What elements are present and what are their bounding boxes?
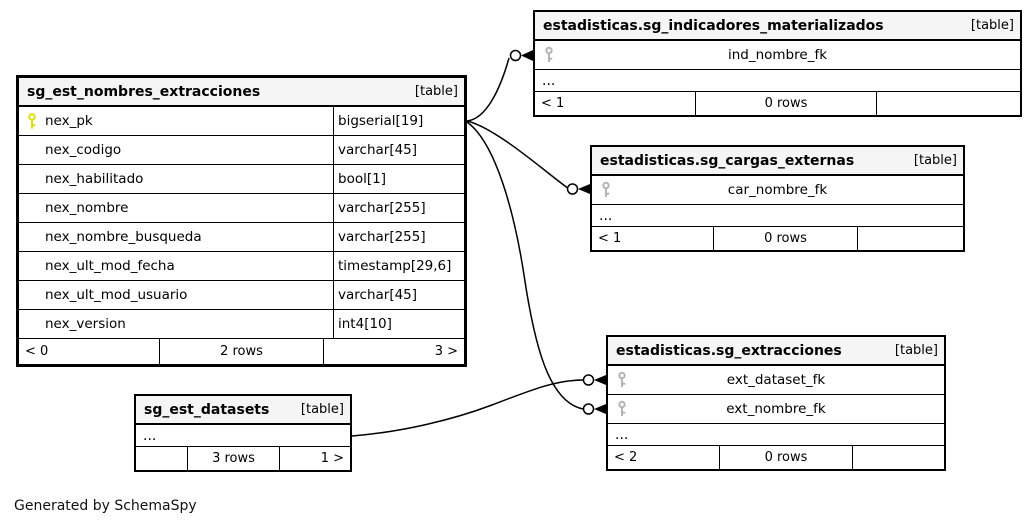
- column-name: ind_nombre_fk: [727, 47, 828, 63]
- hidden-columns-ellipsis: ...: [535, 70, 1020, 92]
- table-name: estadisticas.sg_cargas_externas: [600, 152, 855, 169]
- column-row-nex-codigo: nex_codigo varchar[45]: [19, 136, 464, 165]
- column-row-nex-ult-mod-usuario: nex_ult_mod_usuario varchar[45]: [19, 281, 464, 310]
- column-type: varchar[255]: [333, 194, 464, 222]
- table-box-sg-est-datasets: sg_est_datasets [table] ... 3 rows 1 >: [134, 394, 352, 472]
- table-header-sg-est-nombres-extracciones[interactable]: sg_est_nombres_extracciones [table]: [19, 78, 464, 107]
- column-type: bool[1]: [333, 165, 464, 193]
- relationship-nexpk-to-indicadores: [466, 49, 533, 122]
- table-footer: < 1 0 rows: [535, 92, 1020, 115]
- column-type: varchar[255]: [333, 223, 464, 251]
- footer-row-count: 0 rows: [713, 227, 858, 250]
- footer-children-count: < 1: [541, 96, 565, 111]
- foreign-key-icon: [618, 371, 626, 387]
- column-name: nex_ult_mod_usuario: [45, 287, 188, 303]
- footer-row-count: 3 rows: [187, 447, 280, 470]
- column-name: nex_habilitado: [45, 171, 144, 187]
- footer-row-count: 0 rows: [695, 92, 877, 115]
- hidden-columns-ellipsis: ...: [592, 205, 963, 227]
- column-row-ext-nombre-fk: ext_nombre_fk: [608, 395, 944, 424]
- table-name: sg_est_nombres_extracciones: [27, 83, 261, 100]
- column-row-nex-pk: nex_pk bigserial[19]: [19, 107, 464, 136]
- column-type: int4[10]: [333, 310, 464, 338]
- table-tag: [table]: [913, 153, 957, 168]
- footer-parents-count: [858, 227, 963, 250]
- column-row-car-nombre-fk: car_nombre_fk: [592, 176, 963, 205]
- table-footer: < 2 0 rows: [608, 446, 944, 469]
- column-name: ext_nombre_fk: [726, 401, 826, 417]
- table-footer: < 0 2 rows 3 >: [19, 339, 464, 364]
- table-box-sg-indicadores-materializados: estadisticas.sg_indicadores_materializad…: [533, 10, 1022, 117]
- column-name: nex_nombre_busqueda: [45, 229, 202, 245]
- footer-parents-count: 1 >: [320, 451, 344, 466]
- table-footer: 3 rows 1 >: [136, 447, 350, 470]
- hidden-columns-ellipsis: ...: [608, 424, 944, 446]
- table-header-sg-est-datasets[interactable]: sg_est_datasets [table]: [136, 396, 350, 425]
- table-header-sg-extracciones[interactable]: estadisticas.sg_extracciones [table]: [608, 337, 944, 366]
- footer-parents-count: [853, 446, 944, 469]
- table-header-sg-indicadores-materializados[interactable]: estadisticas.sg_indicadores_materializad…: [535, 12, 1020, 41]
- footer-children-count: < 2: [614, 450, 638, 465]
- footer-row-count: 0 rows: [719, 446, 853, 469]
- table-name: sg_est_datasets: [144, 401, 270, 418]
- column-row-nex-habilitado: nex_habilitado bool[1]: [19, 165, 464, 194]
- footer-children-count: [136, 447, 187, 470]
- column-name: nex_nombre: [45, 200, 129, 216]
- column-name: nex_version: [45, 316, 126, 332]
- column-name: ext_dataset_fk: [726, 372, 826, 388]
- column-name: car_nombre_fk: [727, 182, 828, 198]
- table-header-sg-cargas-externas[interactable]: estadisticas.sg_cargas_externas [table]: [592, 147, 963, 176]
- column-row-nex-nombre: nex_nombre varchar[255]: [19, 194, 464, 223]
- column-type: varchar[45]: [333, 136, 464, 164]
- footer-parents-count: 3 >: [434, 344, 458, 359]
- column-type: varchar[45]: [333, 281, 464, 309]
- footer-children-count: < 1: [598, 231, 622, 246]
- table-box-sg-est-nombres-extracciones: sg_est_nombres_extracciones [table] nex_…: [16, 75, 467, 367]
- table-footer: < 1 0 rows: [592, 227, 963, 250]
- column-row-nex-version: nex_version int4[10]: [19, 310, 464, 339]
- relationship-nexpk-to-extracciones: [466, 121, 606, 415]
- foreign-key-icon: [602, 181, 610, 197]
- table-tag: [table]: [970, 18, 1014, 33]
- column-name: nex_pk: [45, 113, 93, 129]
- column-row-ext-dataset-fk: ext_dataset_fk: [608, 366, 944, 395]
- foreign-key-icon: [618, 400, 626, 416]
- relationship-datasets-to-extracciones: [351, 374, 606, 437]
- column-type: bigserial[19]: [333, 107, 464, 135]
- table-name: estadisticas.sg_indicadores_materializad…: [543, 17, 884, 34]
- column-row-nex-ult-mod-fecha: nex_ult_mod_fecha timestamp[29,6]: [19, 252, 464, 281]
- table-name: estadisticas.sg_extracciones: [616, 342, 842, 359]
- footer-row-count: 2 rows: [159, 339, 324, 364]
- relationship-nexpk-to-cargas: [466, 120, 590, 195]
- column-name: nex_codigo: [45, 142, 122, 158]
- foreign-key-icon: [545, 46, 553, 62]
- footer-parents-count: [877, 92, 1020, 115]
- column-row-ind-nombre-fk: ind_nombre_fk: [535, 41, 1020, 70]
- footer-children-count: < 0: [25, 344, 49, 359]
- table-box-sg-cargas-externas: estadisticas.sg_cargas_externas [table] …: [590, 145, 965, 252]
- column-name: nex_ult_mod_fecha: [45, 258, 175, 274]
- table-tag: [table]: [300, 402, 344, 417]
- table-tag: [table]: [414, 84, 458, 99]
- table-box-sg-extracciones: estadisticas.sg_extracciones [table] ext…: [606, 335, 946, 471]
- table-tag: [table]: [894, 343, 938, 358]
- generated-by-note: Generated by SchemaSpy: [14, 498, 197, 514]
- column-row-nex-nombre-busqueda: nex_nombre_busqueda varchar[255]: [19, 223, 464, 252]
- hidden-columns-ellipsis: ...: [136, 425, 350, 447]
- primary-key-icon: [28, 112, 36, 128]
- column-type: timestamp[29,6]: [333, 252, 464, 280]
